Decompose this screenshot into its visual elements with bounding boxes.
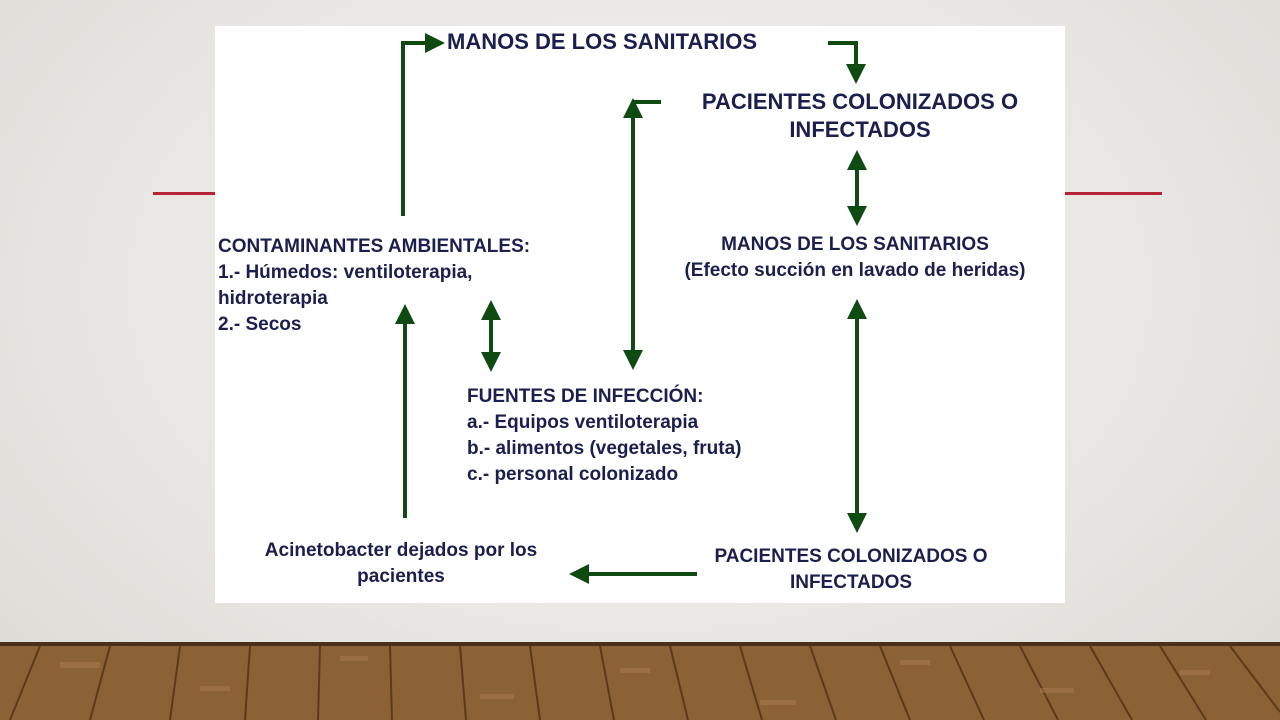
node-line: c.- personal colonizado <box>467 464 679 485</box>
node-line: hidroterapia <box>218 288 328 309</box>
node-line: PACIENTES COLONIZADOS O <box>714 546 988 567</box>
node-pacientes-colonizados-bottom: PACIENTES COLONIZADOS O INFECTADOS <box>681 544 1021 596</box>
node-line: 2.- Secos <box>218 314 302 335</box>
infection-cycle-diagram: MANOS DE LOS SANITARIOS PACIENTES COLONI… <box>215 26 1065 603</box>
arrow-contaminantes-to-manos-top <box>401 33 445 216</box>
node-line: Acinetobacter dejados por los <box>264 540 538 561</box>
node-pacientes-colonizados-top: PACIENTES COLONIZADOS O INFECTADOS <box>665 88 1055 144</box>
node-line: (Efecto succión en lavado de heridas) <box>684 260 1026 281</box>
arrow-manos-top-to-pacientes-top <box>828 41 866 84</box>
node-acinetobacter: Acinetobacter dejados por los pacientes <box>225 538 577 590</box>
node-line: 1.- Húmedos: ventiloterapia, <box>218 262 473 283</box>
node-contaminantes-ambientales: CONTAMINANTES AMBIENTALES: 1.- Húmedos: … <box>218 234 530 338</box>
node-line: a.- Equipos ventiloterapia <box>467 412 699 433</box>
node-line: pacientes <box>357 566 445 587</box>
node-line: INFECTADOS <box>789 572 913 593</box>
node-line: INFECTADOS <box>789 117 931 142</box>
node-manos-sanitarios-top: MANOS DE LOS SANITARIOS <box>447 29 758 54</box>
node-line: PACIENTES COLONIZADOS O <box>701 89 1019 114</box>
node-title: FUENTES DE INFECCIÓN: <box>467 386 704 407</box>
node-line: MANOS DE LOS SANITARIOS <box>721 234 989 255</box>
accent-rule-right <box>1065 192 1162 195</box>
node-title: CONTAMINANTES AMBIENTALES: <box>218 236 531 257</box>
node-manos-sanitarios-mid: MANOS DE LOS SANITARIOS (Efecto succión … <box>645 232 1065 284</box>
node-line: b.- alimentos (vegetales, fruta) <box>467 438 742 459</box>
connector-arrows <box>395 33 867 584</box>
node-fuentes-de-infeccion: FUENTES DE INFECCIÓN: a.- Equipos ventil… <box>467 384 742 488</box>
wood-floor <box>0 642 1280 720</box>
accent-rule-left <box>153 192 215 195</box>
